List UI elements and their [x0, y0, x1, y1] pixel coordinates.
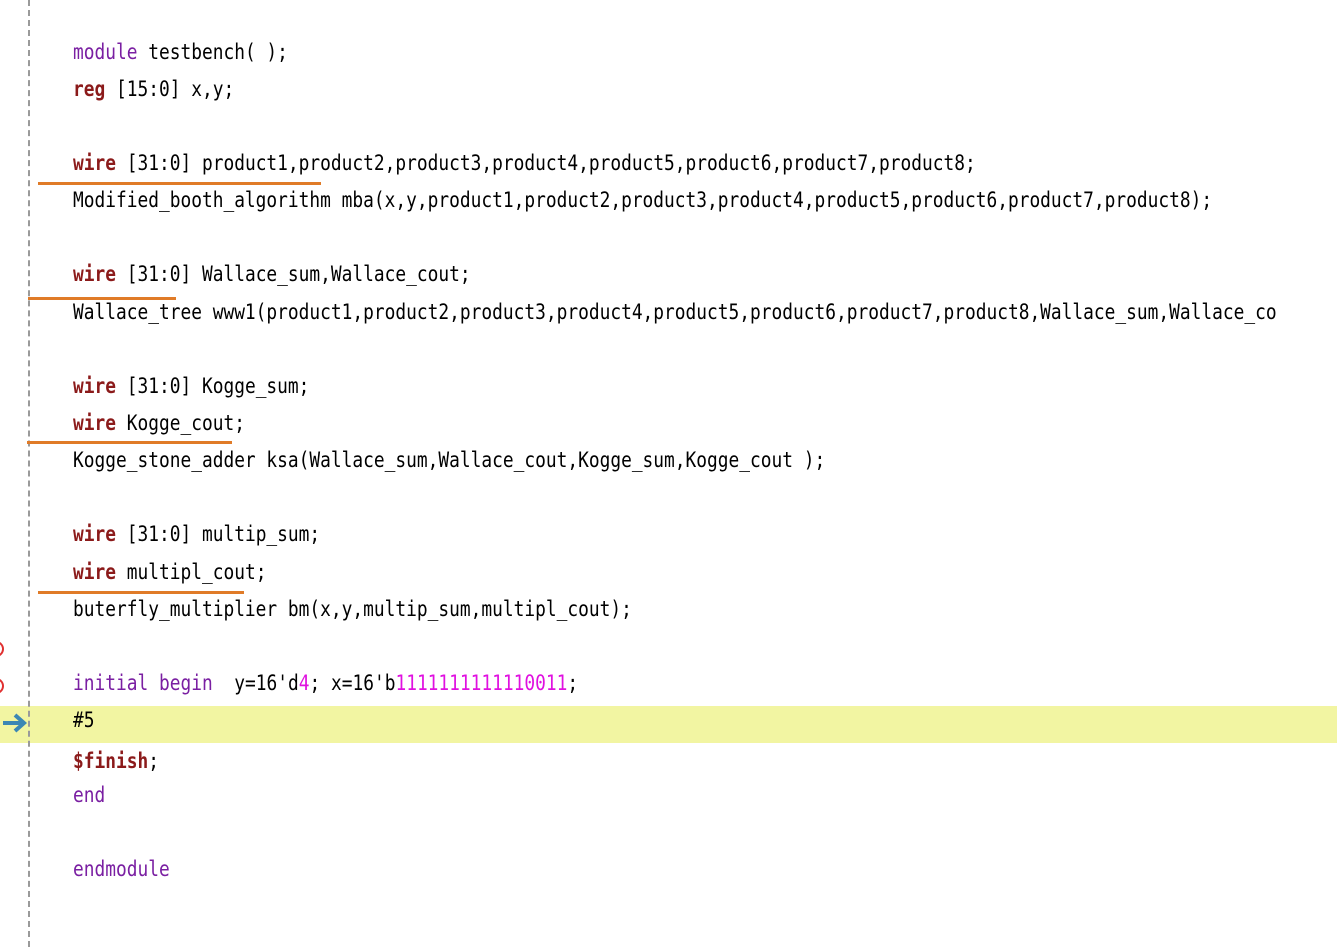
- reg-declaration: [15:0] x,y;: [105, 77, 235, 101]
- code-line-wallace-instance[interactable]: Wallace_tree www1(product1,product2,prod…: [30, 257, 1277, 324]
- statement-end: ;: [148, 749, 159, 773]
- code-line-reg[interactable]: reg [15:0] x,y;: [30, 34, 234, 101]
- wire-declaration: [31:0] Wallace_sum,Wallace_cout;: [115, 262, 471, 286]
- current-line-arrow-icon: [3, 713, 28, 733]
- code-line-delay[interactable]: #5: [30, 665, 95, 732]
- keyword-wire: wire: [72, 560, 116, 584]
- code-line-wire-kogge-sum[interactable]: wire [31:0] Kogge_sum;: [30, 331, 309, 398]
- wire-declaration: [31:0] multip_sum;: [115, 522, 321, 546]
- delay-statement: #5: [72, 708, 95, 732]
- code-line-wire-wallace[interactable]: wire [31:0] Wallace_sum,Wallace_cout;: [30, 219, 471, 286]
- wire-declaration: [31:0] product1,product2,product3,produc…: [115, 151, 976, 175]
- module-declaration: testbench( );: [137, 40, 288, 64]
- code-line-module[interactable]: module testbench( );: [30, 0, 288, 64]
- literal-y-value: 4: [298, 671, 310, 695]
- assign-x: ; x=16'b: [309, 671, 396, 695]
- wire-declaration: multipl_cout;: [115, 560, 267, 584]
- code-line-booth-instance[interactable]: Modified_booth_algorithm mba(x,y,product…: [30, 145, 1212, 212]
- keyword-wire: wire: [72, 151, 116, 175]
- code-line-end[interactable]: end: [30, 740, 105, 807]
- underline-kogge-stone: [27, 441, 232, 444]
- code-line-wire-products[interactable]: wire [31:0] product1,product2,product3,p…: [30, 108, 976, 175]
- keyword-wire: wire: [72, 411, 116, 435]
- code-line-kogge-instance[interactable]: Kogge_stone_adder ksa(Wallace_sum,Wallac…: [30, 405, 825, 472]
- code-line-butterfly-instance[interactable]: buterfly_multiplier bm(x,y,multip_sum,mu…: [30, 554, 632, 621]
- current-line-highlight: [0, 706, 1337, 743]
- gutter-fold-line: [28, 0, 30, 947]
- keyword-initial: initial: [72, 671, 149, 695]
- breakpoint-marker-icon[interactable]: [0, 641, 4, 657]
- instance-statement: buterfly_multiplier bm(x,y,multip_sum,mu…: [72, 597, 632, 621]
- keyword-begin: begin: [158, 671, 213, 695]
- code-line-endmodule[interactable]: endmodule: [30, 814, 170, 881]
- breakpoint-marker-icon[interactable]: [0, 678, 4, 694]
- code-line-wire-multipl-cout[interactable]: wire multipl_cout;: [30, 517, 266, 584]
- underline-modified-booth: [38, 182, 321, 185]
- instance-statement: Kogge_stone_adder ksa(Wallace_sum,Wallac…: [72, 448, 826, 472]
- keyword-endmodule: endmodule: [72, 857, 170, 881]
- keyword-wire: wire: [72, 262, 116, 286]
- literal-x-value: 1111111111110011: [395, 671, 568, 695]
- underline-wallace-tree: [28, 297, 176, 300]
- instance-statement: Modified_booth_algorithm mba(x,y,product…: [72, 188, 1213, 212]
- keyword-wire: wire: [72, 522, 116, 546]
- wire-declaration: Kogge_cout;: [115, 411, 245, 435]
- keyword-wire: wire: [72, 374, 116, 398]
- wire-declaration: [31:0] Kogge_sum;: [115, 374, 310, 398]
- code-line-initial[interactable]: initial begin y=16'd4; x=16'b11111111111…: [30, 628, 578, 695]
- underline-butterfly-multiplier: [38, 591, 244, 594]
- keyword-reg: reg: [72, 77, 106, 101]
- code-line-finish[interactable]: $finish;: [30, 706, 159, 773]
- code-line-wire-kogge-cout[interactable]: wire Kogge_cout;: [30, 368, 245, 435]
- statement-end: ;: [567, 671, 579, 695]
- keyword-finish: $finish: [72, 749, 149, 773]
- assign-y: y=16'd: [212, 671, 299, 695]
- keyword-end: end: [72, 783, 106, 807]
- code-line-wire-multip-sum[interactable]: wire [31:0] multip_sum;: [30, 479, 320, 546]
- keyword-module: module: [72, 40, 138, 64]
- instance-statement: Wallace_tree www1(product1,product2,prod…: [72, 300, 1277, 324]
